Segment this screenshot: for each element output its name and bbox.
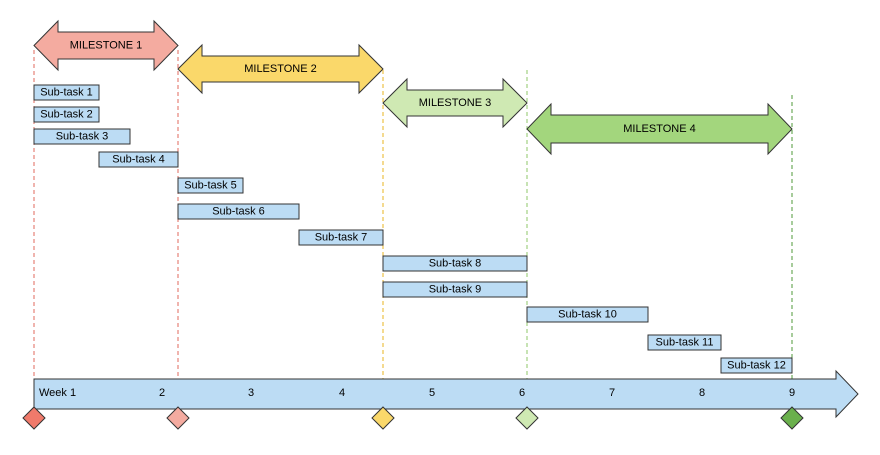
- week-label-1: Week 1: [39, 387, 76, 399]
- timeline-arrow: [33, 369, 859, 419]
- subtask-12-bar: [720, 357, 793, 374]
- milestone-4-label: MILESTONE 4: [623, 123, 696, 135]
- subtask-5-bar: [177, 177, 244, 194]
- subtask-2-bar: [33, 106, 100, 123]
- subtask-10-label: Sub-task 10: [558, 309, 617, 321]
- subtask-9-bar: [382, 281, 528, 298]
- milestone-diamond-marker: [22, 406, 46, 430]
- milestone-diamond-marker: [166, 406, 190, 430]
- subtask-9-label: Sub-task 9: [429, 284, 482, 296]
- week-label-3: 3: [248, 387, 254, 399]
- milestone-2-label: MILESTONE 2: [244, 63, 317, 75]
- subtask-12-label: Sub-task 12: [727, 360, 786, 372]
- subtask-11-bar: [647, 334, 722, 351]
- milestone-3-arrow: [382, 77, 528, 129]
- subtask-1-label: Sub-task 1: [40, 87, 93, 99]
- subtask-7-bar: [298, 229, 384, 246]
- week-label-5: 5: [429, 387, 435, 399]
- subtask-4-label: Sub-task 4: [112, 154, 165, 166]
- milestone-1-arrow: [33, 19, 179, 72]
- subtask-6-bar: [177, 203, 300, 220]
- milestone-1-label: MILESTONE 1: [70, 40, 143, 52]
- subtask-1-bar: [33, 84, 100, 101]
- subtask-11-label: Sub-task 11: [656, 337, 714, 349]
- subtask-10-bar: [526, 306, 649, 323]
- week-label-2: 2: [159, 387, 165, 399]
- subtask-3-label: Sub-task 3: [56, 131, 109, 143]
- subtask-8-label: Sub-task 8: [429, 258, 482, 270]
- milestone-diamond-marker: [780, 406, 804, 430]
- subtask-7-label: Sub-task 7: [315, 232, 368, 244]
- subtask-5-label: Sub-task 5: [184, 180, 237, 192]
- week-label-8: 8: [699, 387, 705, 399]
- subtask-3-bar: [33, 128, 131, 145]
- subtask-4-bar: [98, 151, 179, 168]
- milestone-diamond-marker: [515, 406, 539, 430]
- milestone-diamond-marker: [371, 406, 395, 430]
- week-label-4: 4: [339, 387, 345, 399]
- week-label-7: 7: [609, 387, 615, 399]
- milestone-4-arrow: [526, 102, 793, 156]
- milestone-2-arrow: [177, 43, 384, 95]
- week-label-6: 6: [519, 387, 525, 399]
- subtask-6-label: Sub-task 6: [212, 206, 265, 218]
- week-label-9: 9: [789, 387, 795, 399]
- milestone-3-label: MILESTONE 3: [419, 97, 492, 109]
- subtask-8-bar: [382, 255, 528, 272]
- subtask-2-label: Sub-task 2: [40, 109, 93, 121]
